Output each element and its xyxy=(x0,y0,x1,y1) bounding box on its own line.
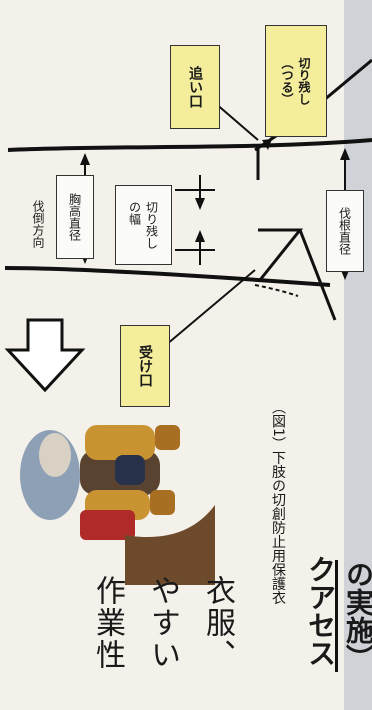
notch-dashed xyxy=(254,284,299,297)
figure-caption: （図1）下肢の切創防止用保護衣 xyxy=(270,400,286,605)
label-ukeguchi: 受け口 xyxy=(120,325,170,407)
worker-illustration xyxy=(20,425,215,585)
page-edge xyxy=(344,0,372,710)
body-text-line-3: 衣服、 xyxy=(200,575,235,671)
heading-line-2: の実施） xyxy=(335,560,372,672)
label-bakkon-chokkei: 伐根直径 xyxy=(326,190,364,272)
trunk-upper-edge xyxy=(7,138,372,152)
label-battou-houkou: 伐倒方向 xyxy=(31,200,45,248)
body-text-line-2: やすい xyxy=(145,575,180,671)
label-oiguchi: 追い口 xyxy=(170,45,220,129)
notch xyxy=(258,228,304,281)
heading-line-1: クアセス xyxy=(304,555,337,667)
label-dou-chokkei: 胸高直径 xyxy=(56,175,94,259)
felling-direction-arrow xyxy=(4,318,86,393)
label-kirinokoshi-haba: 切り残し の幅 xyxy=(115,185,172,265)
label-tsuru: 切り残し （つる） xyxy=(265,25,327,137)
stump-line-right xyxy=(298,229,337,321)
body-text-line-1: 作業性 xyxy=(90,575,125,671)
trunk-lower-edge xyxy=(4,266,331,287)
